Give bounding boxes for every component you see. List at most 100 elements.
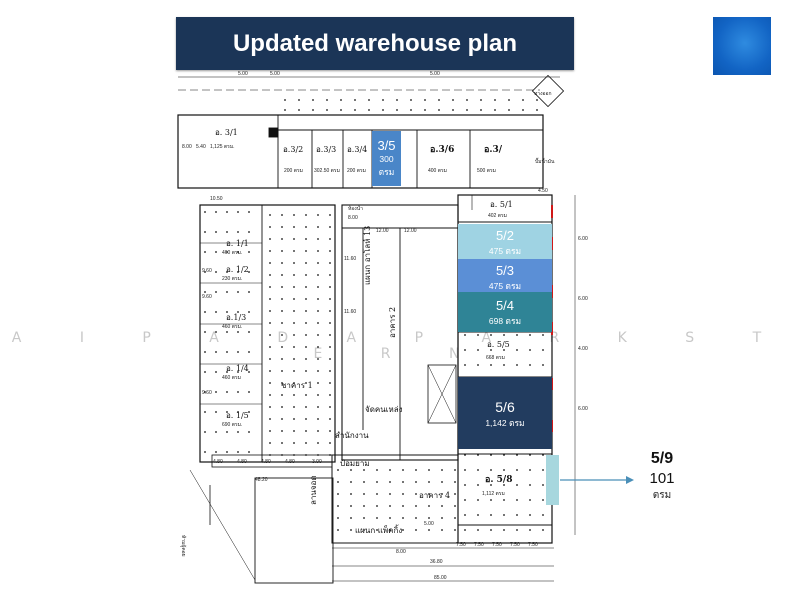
label-pack: แผนก แพ็คกิ้ง xyxy=(355,524,402,535)
column-dot xyxy=(389,517,391,519)
column-dot xyxy=(237,311,239,313)
column-dot xyxy=(293,442,295,444)
column-dot xyxy=(269,418,271,420)
column-dot xyxy=(536,99,538,101)
column-dot xyxy=(269,250,271,252)
column-dot xyxy=(490,484,492,486)
column-dot xyxy=(215,251,217,253)
column-dot xyxy=(542,349,544,351)
dim-label: 5.40 xyxy=(196,144,206,150)
column-dot xyxy=(215,271,217,273)
label-gate: ปั๊มน้ำมัน xyxy=(535,156,555,165)
dim-label: 8.00 xyxy=(182,144,192,150)
label-u55-area: 668 ตรม xyxy=(486,355,505,361)
column-dot xyxy=(215,311,217,313)
column-dot xyxy=(337,529,339,531)
column-dot xyxy=(329,370,331,372)
column-dot xyxy=(441,505,443,507)
column-dot xyxy=(542,529,544,531)
column-dot xyxy=(293,226,295,228)
label-u14-area: 460 ตรม xyxy=(222,375,241,381)
dim-label: 36.80 xyxy=(430,559,443,565)
column-dot xyxy=(248,431,250,433)
column-dot xyxy=(329,238,331,240)
label-aisle1: ชาคาร 1 xyxy=(281,381,313,390)
unit-5-4-id: 5/4 xyxy=(495,298,515,313)
column-dot xyxy=(415,481,417,483)
dim-label: 7.50 xyxy=(510,542,520,548)
column-dot xyxy=(305,406,307,408)
column-dot xyxy=(396,99,398,101)
column-dot xyxy=(305,358,307,360)
label-u32-area: 200 ตรม xyxy=(284,168,303,174)
column-dot xyxy=(529,364,531,366)
column-dot xyxy=(466,99,468,101)
unit-5-9-block[interactable] xyxy=(546,455,559,505)
column-dot xyxy=(317,262,319,264)
column-dot xyxy=(490,349,492,351)
label-u15-area: 690 ตรม. xyxy=(222,422,242,428)
column-dot xyxy=(237,231,239,233)
label-u33: อ.3/3 xyxy=(316,145,336,154)
unit-3-5-block[interactable]: 3/5 300 ตรม xyxy=(372,131,401,186)
column-dot xyxy=(326,109,328,111)
column-dot xyxy=(340,99,342,101)
unit-5-4-block[interactable]: 5/4 698 ตรม xyxy=(458,292,552,332)
unit-5-6-block[interactable]: 5/6 1,142 ตรม xyxy=(458,377,552,449)
dim-label: 5.00 xyxy=(430,71,440,77)
column-dot xyxy=(305,346,307,348)
column-dot xyxy=(464,454,466,456)
label-u15: อ. 1/5 xyxy=(226,411,249,420)
column-dot xyxy=(329,334,331,336)
label-security: ป้อมยาม xyxy=(340,459,370,468)
dim-label: 4.80 xyxy=(213,459,223,465)
dim-label: 4.00 xyxy=(578,346,588,352)
column-dot xyxy=(503,334,505,336)
column-dot xyxy=(396,109,398,111)
column-dot xyxy=(204,411,206,413)
column-dot xyxy=(226,351,228,353)
column-dot xyxy=(428,529,430,531)
column-dot xyxy=(503,349,505,351)
label-office: สำนักงาน xyxy=(335,431,369,440)
dim-label: 6.00 xyxy=(578,406,588,412)
unit-5-3-block[interactable]: 5/3 475 ตรม xyxy=(458,259,552,292)
column-dot xyxy=(248,411,250,413)
column-dot xyxy=(215,211,217,213)
column-dot xyxy=(269,370,271,372)
column-dot xyxy=(293,274,295,276)
column-dot xyxy=(281,370,283,372)
unit-5-2-block[interactable]: 5/2 475 ตรม xyxy=(458,224,552,259)
column-dot xyxy=(441,493,443,495)
column-dot xyxy=(454,529,456,531)
column-dot xyxy=(329,454,331,456)
label-parking: ลานจอด xyxy=(309,475,318,505)
column-dot xyxy=(350,517,352,519)
column-dot xyxy=(226,251,228,253)
column-dot xyxy=(415,469,417,471)
column-dot xyxy=(237,391,239,393)
column-dot xyxy=(368,99,370,101)
column-dot xyxy=(305,418,307,420)
column-dot xyxy=(464,349,466,351)
column-dot xyxy=(226,391,228,393)
column-dot xyxy=(237,251,239,253)
label-sortarea: จัดคนเหล่ง xyxy=(365,405,403,414)
label-u14: อ. 1/4 xyxy=(226,364,249,373)
column-dot xyxy=(503,364,505,366)
column-dot xyxy=(215,451,217,453)
dim-label: 4.80 xyxy=(261,459,271,465)
column-dot xyxy=(350,481,352,483)
column-dot xyxy=(281,430,283,432)
column-dot xyxy=(237,371,239,373)
column-dot xyxy=(354,99,356,101)
column-dot xyxy=(284,109,286,111)
column-dot xyxy=(298,109,300,111)
column-dot xyxy=(368,109,370,111)
column-dot xyxy=(269,346,271,348)
column-dot xyxy=(305,274,307,276)
label-u58: อ. 5/8 xyxy=(485,475,512,485)
column-dot xyxy=(293,430,295,432)
column-dot xyxy=(529,454,531,456)
column-dot xyxy=(269,226,271,228)
